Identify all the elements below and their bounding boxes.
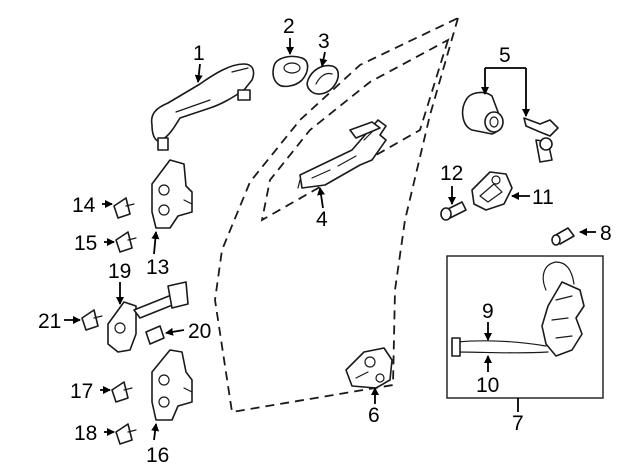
callout-13: 13 <box>146 256 169 279</box>
striker <box>471 171 513 211</box>
striker-pin <box>440 201 467 221</box>
callout-4: 4 <box>316 208 328 231</box>
callout-10: 10 <box>476 374 499 397</box>
door-check <box>107 281 189 353</box>
handle-frame <box>297 119 387 189</box>
callout-8: 8 <box>600 222 612 245</box>
callout-5: 5 <box>499 44 511 67</box>
callout-11: 11 <box>532 186 554 209</box>
callout-19: 19 <box>108 260 131 283</box>
actuator-box <box>446 255 604 399</box>
callout-15: 15 <box>74 232 97 255</box>
callout-9: 9 <box>482 300 494 323</box>
callout-2: 2 <box>283 15 295 38</box>
outside-handle <box>150 63 255 151</box>
bolt-17 <box>111 381 133 403</box>
callout-labels: 1 2 3 4 5 6 7 8 9 10 11 12 13 14 15 16 1… <box>38 15 612 467</box>
bolt-14 <box>113 197 135 219</box>
keys <box>523 117 559 163</box>
handle-cap <box>272 55 309 88</box>
leader-lines <box>64 38 596 441</box>
callout-21: 21 <box>38 310 61 333</box>
callout-16: 16 <box>146 444 169 467</box>
lock-cylinder <box>461 91 504 135</box>
upper-hinge <box>151 159 193 229</box>
bolt-18 <box>115 423 137 445</box>
screw <box>551 227 575 246</box>
callout-20: 20 <box>188 320 211 343</box>
callout-12: 12 <box>440 162 463 185</box>
callout-1: 1 <box>193 42 205 65</box>
lower-hinge <box>151 349 193 421</box>
callout-18: 18 <box>74 422 97 445</box>
door-outline <box>214 16 460 414</box>
callout-17: 17 <box>70 380 93 403</box>
bolt-20 <box>145 325 165 345</box>
callout-6: 6 <box>368 404 380 427</box>
bolt-21 <box>81 309 103 331</box>
callout-7: 7 <box>512 412 524 435</box>
callout-3: 3 <box>318 30 330 53</box>
door-latch <box>345 347 393 389</box>
callout-14: 14 <box>72 194 96 217</box>
bolt-15 <box>115 231 137 253</box>
